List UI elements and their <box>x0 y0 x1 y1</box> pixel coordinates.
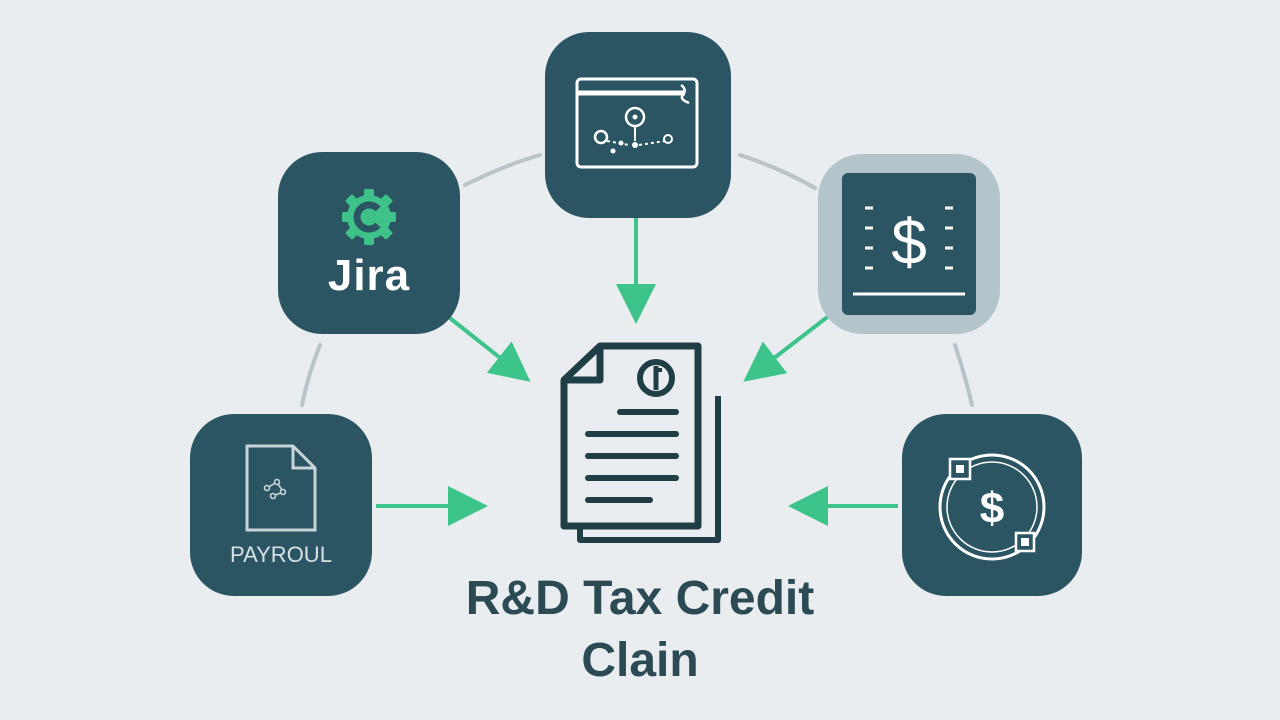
payroll-tile: PAYROUL <box>190 414 372 596</box>
connector-ledger-finance <box>953 343 974 407</box>
jira-tile: Jira <box>278 152 460 334</box>
arrow-jira-to-claim <box>444 313 531 382</box>
ledger-dollar-icon: $ <box>853 206 965 296</box>
document-stack-icon <box>560 342 721 543</box>
claim-title-line1: R&D Tax Credit <box>465 572 815 625</box>
ledger-panel: $ <box>842 173 976 315</box>
dashboard-window-icon <box>575 77 699 169</box>
connector-jira-payroll <box>300 343 322 407</box>
payroll-document-icon <box>245 444 317 532</box>
claim-title: R&D Tax Credit Clain <box>380 568 900 692</box>
svg-text:$: $ <box>980 484 1004 533</box>
claim-title-line2: Clain <box>581 634 699 687</box>
ledger-tile: $ <box>818 154 1000 334</box>
svg-text:$: $ <box>891 206 927 278</box>
arrow-ledger-to-claim <box>743 313 832 382</box>
payroll-label: PAYROUL <box>230 542 332 567</box>
dashboard-tile <box>545 32 731 218</box>
connector-dashboard-ledger <box>738 153 817 190</box>
jira-label: Jira <box>327 251 411 300</box>
circular-dollar-icon: $ <box>938 453 1046 561</box>
jira-logo-icon <box>342 189 396 245</box>
connector-jira-dashboard <box>463 153 542 187</box>
finance-tile: $ <box>902 414 1082 596</box>
